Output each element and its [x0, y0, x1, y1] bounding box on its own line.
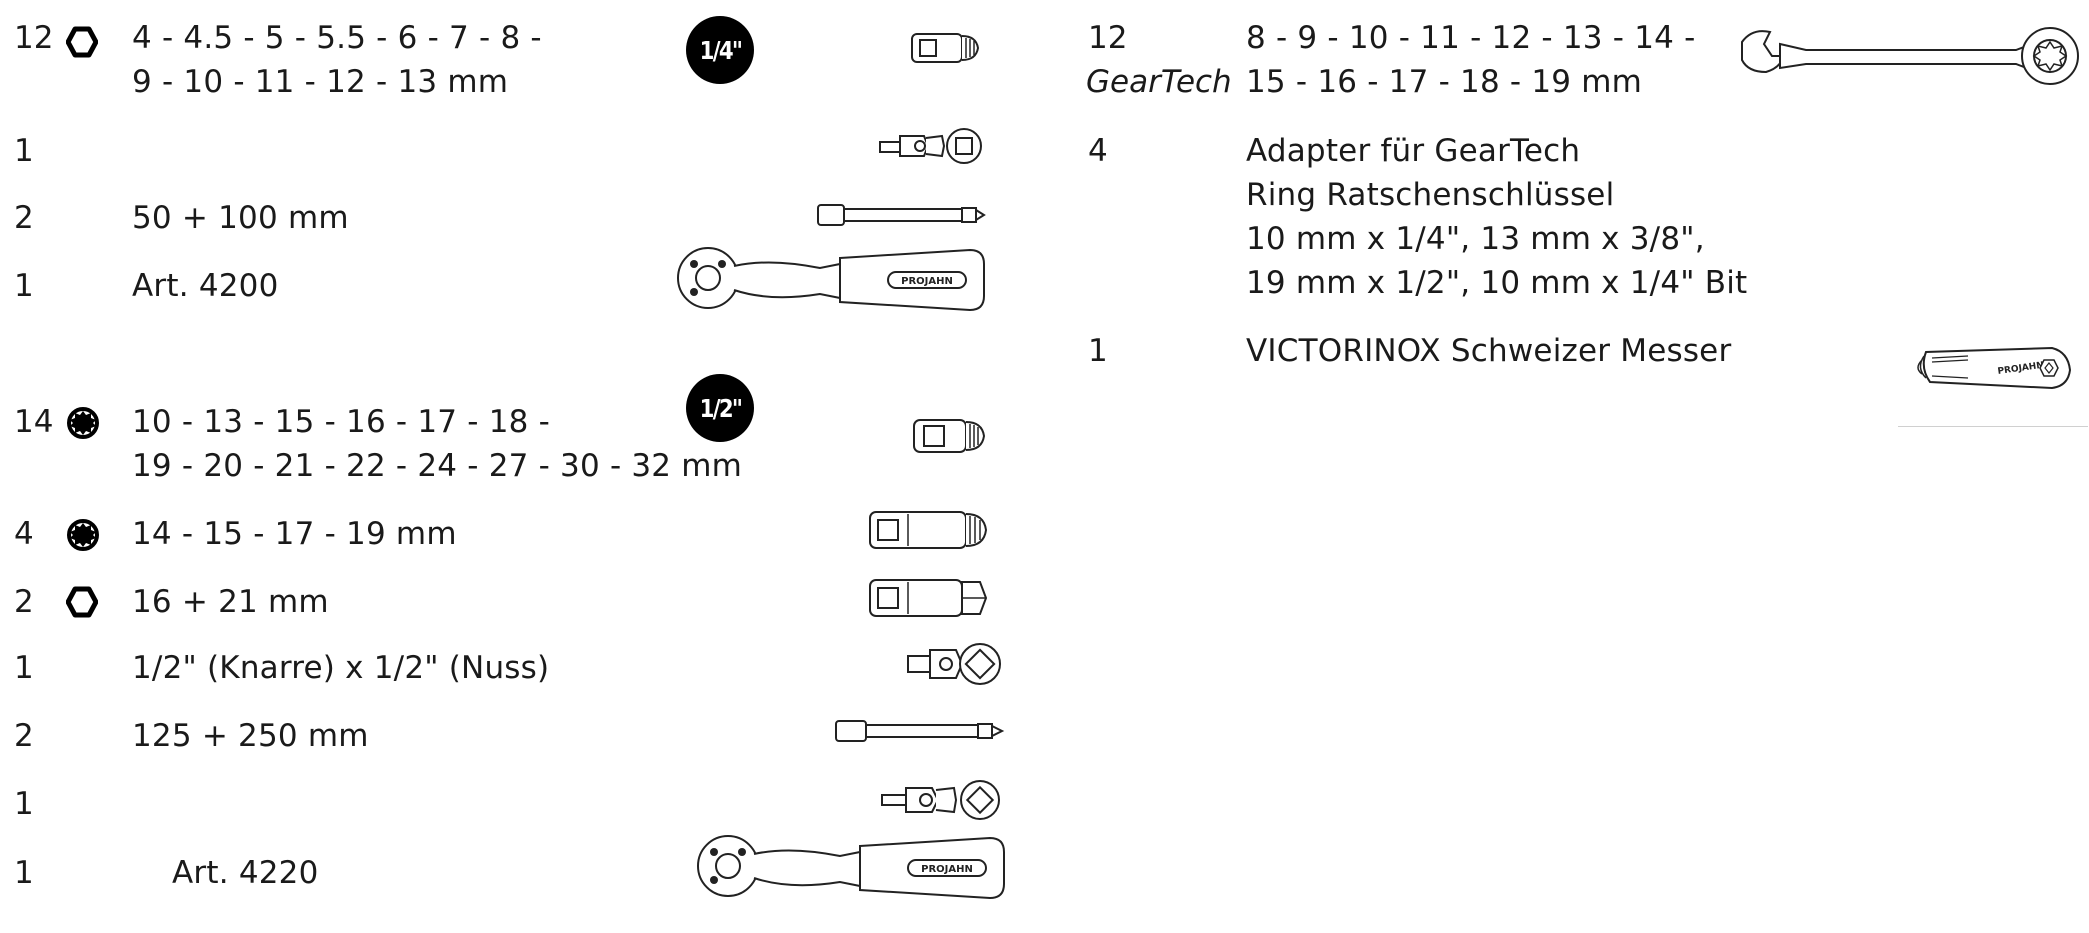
adapter-line3: 10 mm x 1/4", 13 mm x 3/8", — [1246, 221, 1705, 257]
size-list-line1: 8 - 9 - 10 - 11 - 12 - 13 - 14 - — [1246, 20, 1696, 56]
qty: 2 — [14, 718, 34, 754]
adapter-line1: Adapter für GearTech — [1246, 133, 1581, 169]
qty: 1 — [14, 268, 34, 304]
twelve-point-icon — [67, 407, 99, 439]
socket-icon — [910, 28, 982, 68]
extension-length: 50 + 100 mm — [132, 200, 349, 236]
combination-wrench-icon — [1736, 22, 2082, 92]
qty: 4 — [14, 516, 34, 552]
deep-socket-icon — [868, 508, 988, 552]
universal-joint-icon — [880, 780, 1004, 820]
size-list-line2: 15 - 16 - 17 - 18 - 19 mm — [1246, 64, 1643, 100]
ratchet-icon: PROJAHN — [670, 244, 986, 314]
article-number: Art. 4220 — [172, 855, 319, 891]
article-number: Art. 4200 — [132, 268, 279, 304]
size-list: 14 - 15 - 17 - 19 mm — [132, 516, 457, 552]
drive-badge-half: 1/2" — [686, 374, 754, 442]
brand-label: PROJAHN — [901, 276, 953, 287]
knife-description: VICTORINOX Schweizer Messer — [1246, 333, 1732, 369]
hexagon-icon — [66, 26, 98, 58]
qty: 2 — [14, 584, 34, 620]
qty: 12 — [14, 20, 54, 56]
qty: 14 — [14, 404, 54, 440]
adapter-icon — [906, 642, 1004, 686]
hexagon-icon — [66, 586, 98, 618]
extension-length: 125 + 250 mm — [132, 718, 369, 754]
extension-bar-icon — [834, 716, 1004, 746]
brand-label: PROJAHN — [921, 864, 973, 875]
size-list-line1: 10 - 13 - 15 - 16 - 17 - 18 - — [132, 404, 550, 440]
adapter-line2: Ring Ratschenschlüssel — [1246, 177, 1615, 213]
adapter-spec: 1/2" (Knarre) x 1/2" (Nuss) — [132, 650, 550, 686]
universal-joint-icon — [878, 128, 986, 164]
geartech-label: GearTech — [1086, 64, 1232, 100]
qty: 1 — [14, 855, 34, 891]
qty: 2 — [14, 200, 34, 236]
qty: 4 — [1088, 133, 1108, 169]
divider — [1898, 426, 2088, 427]
extension-bar-icon — [816, 200, 986, 230]
spark-plug-socket-icon — [868, 576, 988, 620]
size-list-line2: 9 - 10 - 11 - 12 - 13 mm — [132, 64, 509, 100]
swiss-knife-icon: PROJAHN — [1912, 334, 2072, 400]
qty: 1 — [14, 786, 34, 822]
drive-badge-quarter: 1/4" — [686, 16, 754, 84]
qty: 1 — [14, 133, 34, 169]
size-list-line2: 19 - 20 - 21 - 22 - 24 - 27 - 30 - 32 mm — [132, 448, 743, 484]
socket-icon — [912, 414, 988, 458]
adapter-line4: 19 mm x 1/2", 10 mm x 1/4" Bit — [1246, 265, 1748, 301]
qty: 1 — [1088, 333, 1108, 369]
size-list: 16 + 21 mm — [132, 584, 329, 620]
qty: 1 — [14, 650, 34, 686]
twelve-point-icon — [67, 519, 99, 551]
size-list-line1: 4 - 4.5 - 5 - 5.5 - 6 - 7 - 8 - — [132, 20, 542, 56]
qty: 12 — [1088, 20, 1128, 56]
ratchet-icon: PROJAHN — [690, 832, 1006, 902]
